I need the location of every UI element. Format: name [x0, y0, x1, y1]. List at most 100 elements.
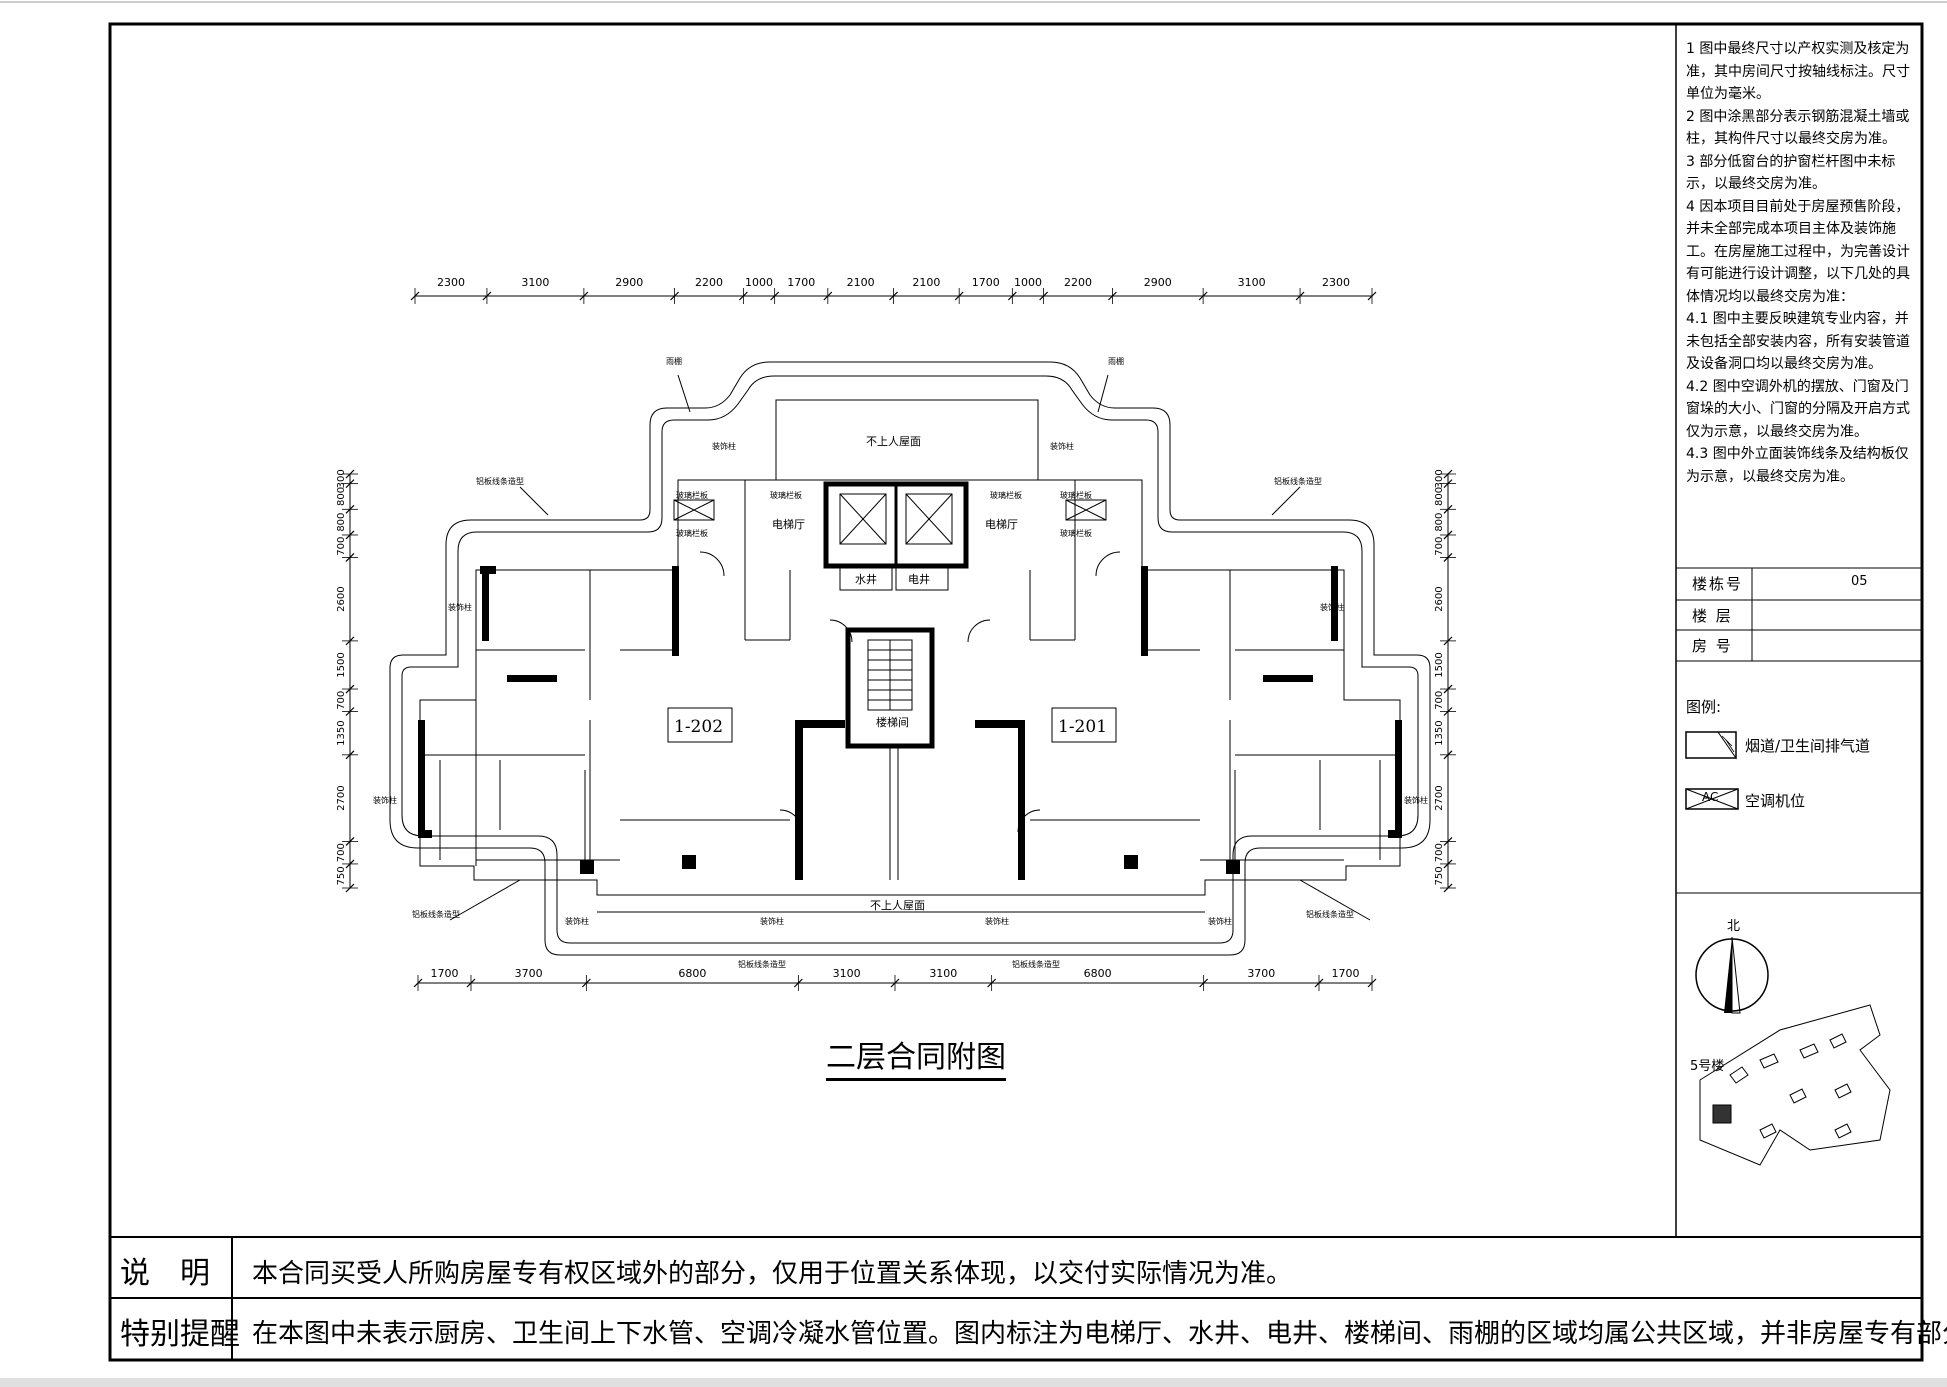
- note-item: 4.1 图中主要反映建筑专业内容，并未包括全部安装内容，所有安装管道及设备洞口均…: [1686, 311, 1910, 372]
- flue-legend-icon: [1685, 731, 1737, 760]
- dimension-label: 2700: [1434, 785, 1445, 810]
- dimension-label: 3700: [1247, 967, 1275, 980]
- outer-frame: [108, 22, 1924, 1362]
- reminder-text: 在本图中未表示厨房、卫生间上下水管、空调冷凝水管位置。图内标注为电梯厅、水井、电…: [252, 1319, 1947, 1349]
- dimension-label: 2300: [437, 276, 465, 289]
- deco-column-label: 装饰柱: [1208, 916, 1232, 926]
- description-text: 本合同买受人所购房屋专有权区域外的部分，仅用于位置关系体现，以交付实际情况为准。: [252, 1259, 1293, 1289]
- dimension-label: 1700: [1332, 967, 1360, 980]
- dimension-label: 800: [336, 487, 347, 506]
- elevator-hall-left-label: 电梯厅: [772, 518, 805, 531]
- dimension-label: 1000: [1014, 276, 1042, 289]
- dimension-label: 700: [336, 691, 347, 710]
- dimension-label: 300: [1434, 469, 1445, 488]
- general-notes: 1 图中最终尺寸以产权实测及核定为准，其中房间尺寸按轴线标注。尺寸单位为毫米。 …: [1686, 38, 1918, 488]
- dimension-label: 2200: [1064, 276, 1092, 289]
- room-number-label: 房 号: [1692, 637, 1733, 655]
- legend-ac-symbol: AC: [1702, 790, 1719, 804]
- deco-column-label: 装饰柱: [1320, 602, 1344, 612]
- building-number-label: 楼栋号: [1692, 575, 1744, 593]
- dimension-label: 1000: [745, 276, 773, 289]
- note-item: 3 部分低窗台的护窗栏杆图中未标示，以最终交房为准。: [1686, 153, 1896, 193]
- water-well-label: 水井: [855, 572, 877, 586]
- canopy-right-label: 雨棚: [1108, 356, 1124, 366]
- deco-column-label: 装饰柱: [1050, 441, 1074, 451]
- reminder-label: 特别提醒: [120, 1317, 240, 1352]
- north-label: 北: [1727, 919, 1741, 934]
- dimension-label: 800: [1434, 513, 1445, 532]
- elevator-hall-right-label: 电梯厅: [985, 518, 1018, 531]
- dimension-label: 2900: [1144, 276, 1172, 289]
- dimension-label: 700: [336, 537, 347, 556]
- dimension-label: 3100: [521, 276, 549, 289]
- dimension-label: 700: [1434, 537, 1445, 556]
- building-number-value: 05: [1851, 574, 1868, 589]
- dimension-label: 750: [336, 866, 347, 885]
- unit-1-201-label: 1-201: [1058, 717, 1107, 737]
- ac-legend-icon: [1685, 788, 1739, 810]
- dimension-label: 700: [1434, 843, 1445, 862]
- aluminium-line-label: 铝板线条造型: [476, 476, 524, 486]
- note-item: 2 图中涂黑部分表示钢筋混凝土墙或柱，其构件尺寸以最终交房为准。: [1686, 108, 1910, 148]
- aluminium-line-label: 铝板线条造型: [1012, 959, 1060, 969]
- deco-column-label: 装饰柱: [712, 441, 736, 451]
- dimension-label: 300: [336, 469, 347, 488]
- dimension-label: 2900: [615, 276, 643, 289]
- dimension-label: 1500: [336, 652, 347, 677]
- glass-rail-label: 玻璃栏板: [676, 528, 708, 538]
- dimension-label: 750: [1434, 866, 1445, 885]
- glass-rail-label: 玻璃栏板: [770, 490, 802, 500]
- deco-column-label: 装饰柱: [565, 916, 589, 926]
- dimension-label: 3100: [929, 967, 957, 980]
- dimension-label: 800: [336, 513, 347, 532]
- note-item: 1 图中最终尺寸以产权实测及核定为准，其中房间尺寸按轴线标注。尺寸单位为毫米。: [1686, 41, 1910, 102]
- dimension-label: 1500: [1434, 652, 1445, 677]
- aluminium-line-label: 铝板线条造型: [412, 909, 460, 919]
- dimension-label: 700: [1434, 691, 1445, 710]
- dimension-label: 2300: [1322, 276, 1350, 289]
- building-5-label: 5号楼: [1690, 1059, 1725, 1074]
- dimension-label: 700: [336, 843, 347, 862]
- dimension-label: 1350: [336, 720, 347, 745]
- unit-1-202-label: 1-202: [674, 717, 723, 737]
- legend-ac-label: 空调机位: [1745, 792, 1806, 810]
- dimension-label: 2100: [847, 276, 875, 289]
- glass-rail-label: 玻璃栏板: [1060, 490, 1092, 500]
- floor-label: 楼 层: [1692, 607, 1733, 625]
- dimension-label: 6800: [678, 967, 706, 980]
- site-map: [1699, 1004, 1891, 1166]
- glass-rail-label: 玻璃栏板: [990, 490, 1022, 500]
- deco-column-label: 装饰柱: [448, 602, 472, 612]
- dimension-label: 6800: [1084, 967, 1112, 980]
- dimension-label: 1700: [787, 276, 815, 289]
- dimension-label: 2700: [336, 785, 347, 810]
- north-arrow-icon: [1695, 936, 1769, 1014]
- dimension-label: 3100: [1238, 276, 1266, 289]
- floor-plan: [349, 295, 1449, 984]
- legend-title: 图例:: [1686, 698, 1722, 716]
- dimension-label: 1350: [1434, 720, 1445, 745]
- deco-column-label: 装饰柱: [1404, 795, 1428, 805]
- aluminium-line-label: 铝板线条造型: [738, 959, 786, 969]
- dimension-label: 2600: [336, 586, 347, 611]
- note-item: 4.3 图中外立面装饰线条及结构板仅为示意，以最终交房为准。: [1686, 446, 1909, 485]
- dimension-label: 1700: [431, 967, 459, 980]
- deco-column-label: 装饰柱: [985, 916, 1009, 926]
- dimension-label: 2200: [695, 276, 723, 289]
- legend-flue-label: 烟道/卫生间排气道: [1745, 737, 1871, 755]
- dimension-label: 1700: [972, 276, 1000, 289]
- note-item: 4.2 图中空调外机的摆放、门窗及门窗垛的大小、门窗的分隔及开启方式仅为示意，以…: [1686, 378, 1910, 440]
- dimension-label: 800: [1434, 487, 1445, 506]
- deco-column-label: 装饰柱: [373, 795, 397, 805]
- dimension-label: 3100: [833, 967, 861, 980]
- dimension-label: 3700: [515, 967, 543, 980]
- electric-well-label: 电井: [908, 572, 930, 586]
- canopy-left-label: 雨棚: [666, 356, 682, 366]
- dimension-bottom: 1700 3700 6800 3100 3100 6800 3700 1700: [413, 967, 1377, 991]
- stairwell-label: 楼梯间: [876, 715, 909, 729]
- note-item: 4 因本项目目前处于房屋预售阶段，并未全部完成本项目主体及装饰施工。在房屋施工过…: [1686, 198, 1910, 305]
- aluminium-line-label: 铝板线条造型: [1306, 909, 1354, 919]
